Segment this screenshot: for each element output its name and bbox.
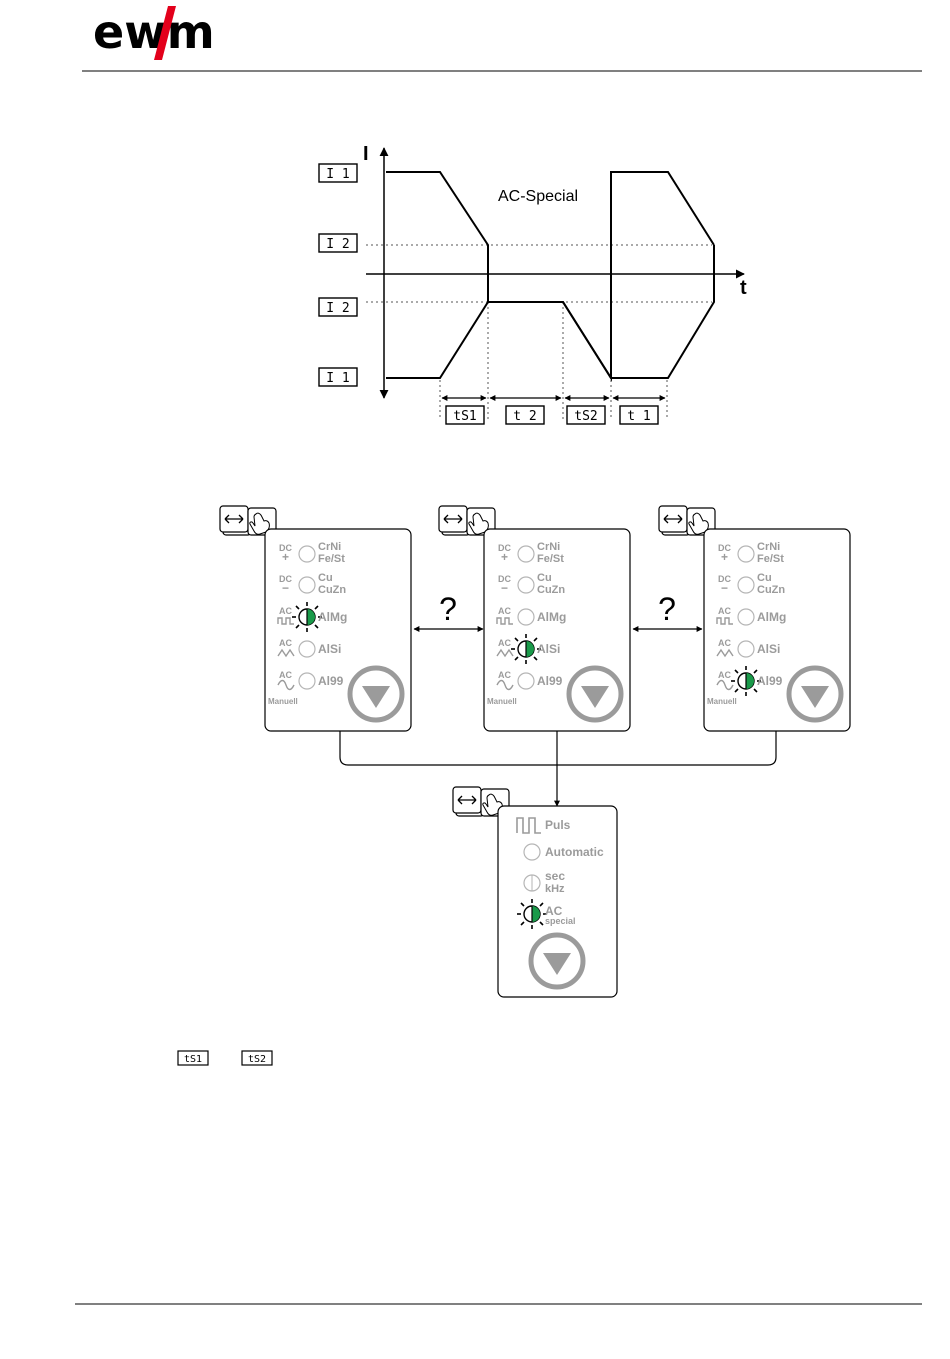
row-prefix: AC: [279, 606, 292, 616]
svg-text:I 1: I 1: [326, 371, 349, 386]
row-label: Al99: [318, 674, 344, 688]
row-label: Cu: [537, 572, 552, 584]
led-off[interactable]: [299, 577, 315, 593]
special-label: special: [545, 916, 576, 926]
display-t2: t 2: [506, 406, 544, 424]
svg-text:I 1: I 1: [326, 167, 349, 182]
manuell-label: Manuell: [487, 697, 517, 706]
sec-label: sec: [545, 869, 565, 883]
automatic-label: Automatic: [545, 845, 604, 859]
svg-text:t 1: t 1: [627, 409, 650, 424]
display-i1-top: I 1: [319, 164, 357, 182]
down-arrow-dial-icon[interactable]: [350, 668, 402, 720]
led-off[interactable]: [518, 577, 534, 593]
row-label: AlSi: [757, 642, 780, 656]
row-label: CrNi: [537, 541, 560, 553]
puls-label: Puls: [545, 818, 571, 832]
row-prefix: AC: [279, 638, 292, 648]
display-i2-bottom: I 2: [319, 298, 357, 316]
led-off[interactable]: [738, 546, 754, 562]
svg-text:t 2: t 2: [513, 409, 536, 424]
axis-i-label: I: [363, 143, 369, 165]
row-sign: −: [501, 581, 508, 595]
pulse-panel: Puls Automatic sec kHz AC special: [453, 787, 617, 997]
led-off[interactable]: [518, 609, 534, 625]
row-label: CrNi: [318, 541, 341, 553]
row-sign: −: [282, 581, 289, 595]
row-prefix: AC: [718, 606, 731, 616]
row-sign: +: [282, 550, 289, 564]
row-label: Al99: [757, 674, 783, 688]
down-arrow-dial-icon[interactable]: [531, 935, 583, 987]
manuell-label: Manuell: [268, 697, 298, 706]
led-off[interactable]: [299, 546, 315, 562]
svg-text:tS1: tS1: [453, 409, 476, 424]
display-i1-bottom: I 1: [319, 368, 357, 386]
display-i2-top: I 2: [319, 234, 357, 252]
row-sign: −: [721, 581, 728, 595]
led-off[interactable]: [518, 673, 534, 689]
row-prefix: AC: [498, 670, 511, 680]
svg-text:tS2: tS2: [248, 1054, 266, 1065]
row-sign: +: [721, 550, 728, 564]
display-t1: t 1: [620, 406, 658, 424]
svg-text:I 2: I 2: [326, 301, 349, 316]
row-prefix: AC: [718, 638, 731, 648]
manuell-label: Manuell: [707, 697, 737, 706]
led-off[interactable]: [738, 641, 754, 657]
row-label: AlSi: [537, 642, 560, 656]
row-label: CrNi: [757, 541, 780, 553]
question-mark-1: ?: [439, 591, 457, 627]
svg-text:I 2: I 2: [326, 237, 349, 252]
question-mark-2: ?: [658, 591, 676, 627]
led-off[interactable]: [299, 673, 315, 689]
row-label: Cu: [757, 572, 772, 584]
axis-t-label: t: [740, 277, 747, 299]
led-automatic[interactable]: [524, 844, 540, 860]
row-label: AlMg: [318, 610, 347, 624]
row-label-2: Fe/St: [757, 553, 784, 565]
negative-waveform: [386, 245, 714, 378]
led-off[interactable]: [738, 577, 754, 593]
ac-special-graph: I t AC-Special I 1 I 2 I 2: [319, 143, 747, 424]
down-arrow-dial-icon[interactable]: [569, 668, 621, 720]
row-label: AlSi: [318, 642, 341, 656]
row-label: AlMg: [537, 610, 566, 624]
ac-special-label: AC-Special: [498, 188, 578, 205]
row-prefix: AC: [718, 670, 731, 680]
khz-label: kHz: [545, 883, 565, 895]
row-label: Cu: [318, 572, 333, 584]
footnote-ts2: tS2: [242, 1051, 272, 1065]
row-prefix: AC: [498, 638, 511, 648]
led-off[interactable]: [518, 546, 534, 562]
row-label-2: Fe/St: [537, 553, 564, 565]
footnote-ts1: tS1: [178, 1051, 208, 1065]
row-label: Al99: [537, 674, 563, 688]
led-sec-khz[interactable]: [524, 875, 540, 891]
down-arrow-dial-icon[interactable]: [789, 668, 841, 720]
row-prefix: AC: [498, 606, 511, 616]
row-label-2: CuZn: [757, 584, 785, 596]
brand-logo: ewm: [93, 5, 215, 60]
display-ts1: tS1: [446, 406, 484, 424]
row-label: AlMg: [757, 610, 786, 624]
row-label-2: CuZn: [537, 584, 565, 596]
row-prefix: AC: [279, 670, 292, 680]
display-ts2: tS2: [567, 406, 605, 424]
led-off[interactable]: [738, 609, 754, 625]
led-off[interactable]: [299, 641, 315, 657]
svg-text:tS1: tS1: [184, 1054, 202, 1065]
logo-text: ewm: [93, 5, 215, 59]
row-label-2: CuZn: [318, 584, 346, 596]
svg-text:tS2: tS2: [574, 409, 597, 424]
row-sign: +: [501, 550, 508, 564]
row-label-2: Fe/St: [318, 553, 345, 565]
